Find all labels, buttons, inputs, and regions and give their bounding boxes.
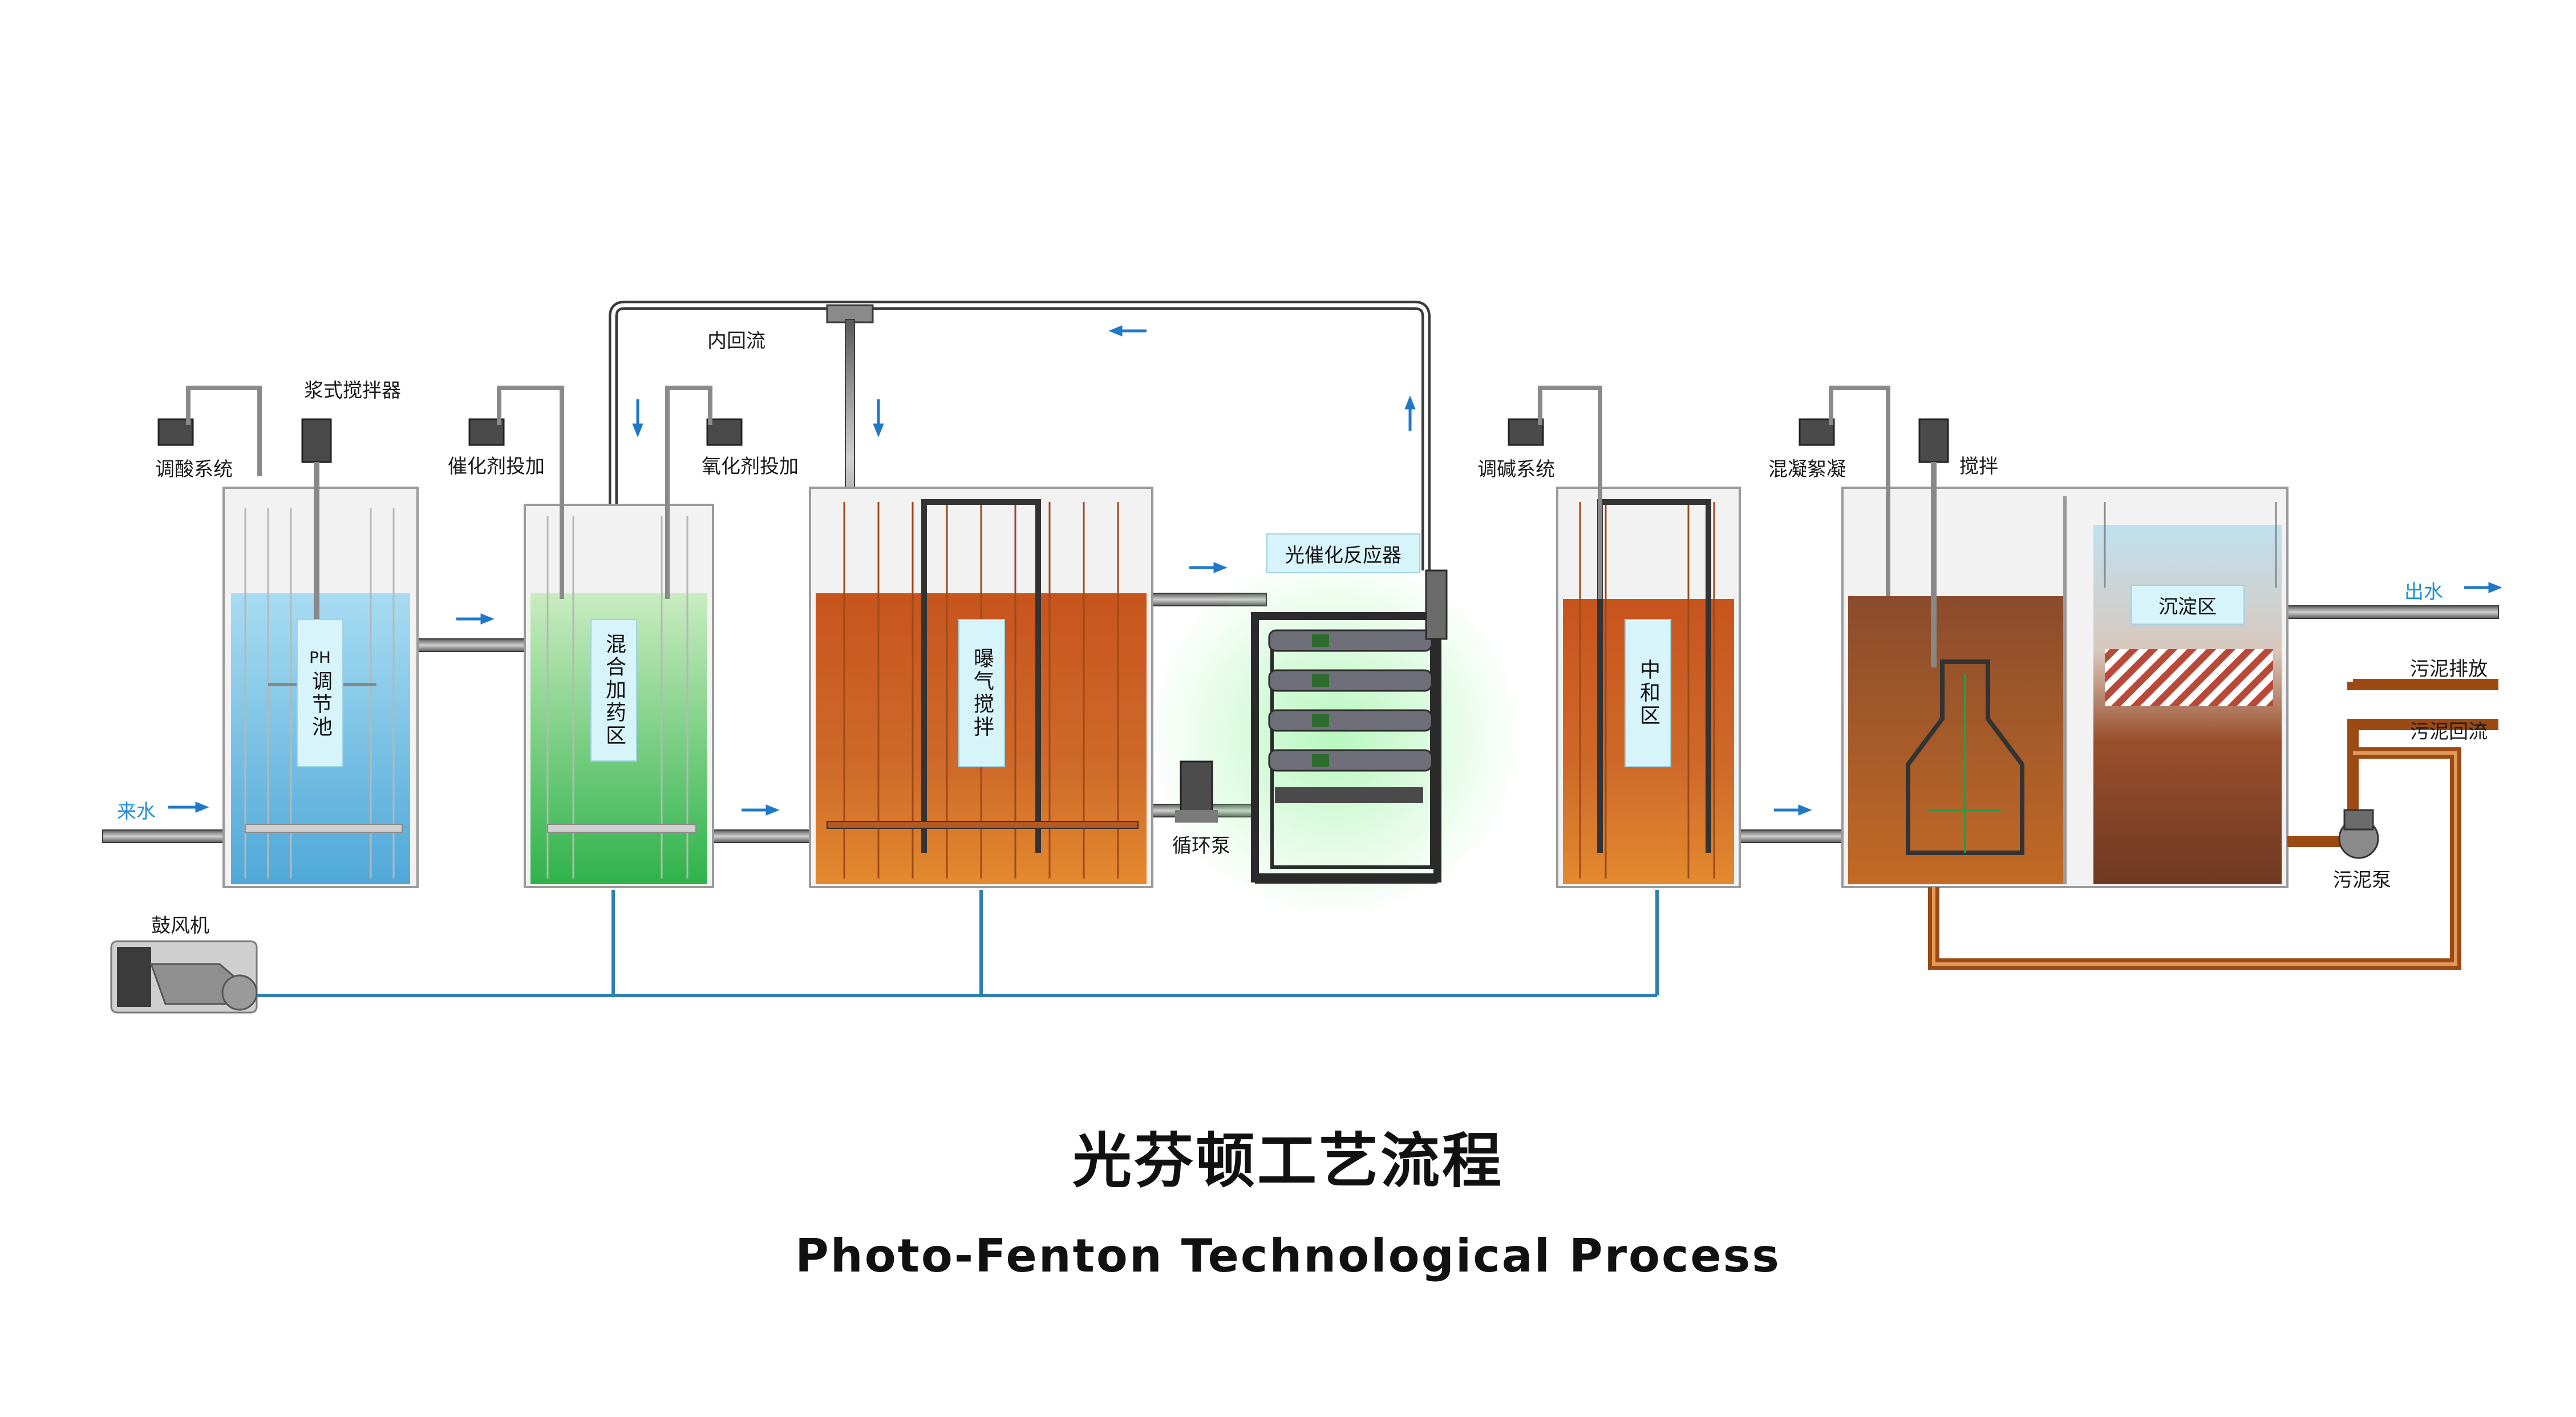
dosing-heads xyxy=(157,386,1949,685)
inlet-label: 来水 xyxy=(117,800,156,823)
internal-reflux-label: 内回流 xyxy=(707,330,765,353)
acid-system-label: 调酸系统 xyxy=(155,458,233,481)
photo-reactor xyxy=(1147,553,1523,918)
title-english: Photo-Fenton Technological Process xyxy=(795,1229,1781,1282)
mixing-tank-name: 混合加药区 xyxy=(602,633,626,747)
sludge-pump-label: 污泥泵 xyxy=(2333,869,2391,892)
oxidant-dosing-label: 氧化剂投加 xyxy=(702,455,799,478)
aeration-tank-label: 曝气搅拌 xyxy=(958,619,1005,767)
circulation-pump xyxy=(1175,760,1218,823)
aeration-tank-name: 曝气搅拌 xyxy=(970,647,994,739)
neutral-tank-name: 中和区 xyxy=(1637,659,1660,727)
ph-tank-name: 调节池 xyxy=(309,670,332,739)
sludge-discharge-label: 污泥排放 xyxy=(2410,658,2488,681)
paddle-mixer-label: 浆式搅拌器 xyxy=(304,379,401,402)
catalyst-dosing-label: 催化剂投加 xyxy=(448,455,545,478)
ph-tank-label: PH 调节池 xyxy=(297,619,343,767)
sludge-pump xyxy=(2338,809,2379,859)
coagulation-label: 混凝絮凝 xyxy=(1768,458,1846,481)
sludge-pipe-highlight xyxy=(1932,751,2457,966)
title-chinese: 光芬顿工艺流程 xyxy=(1072,1126,1504,1196)
photo-reactor-text: 光催化反应器 xyxy=(1285,544,1402,567)
flow-arrows xyxy=(168,325,2502,816)
sedimentation-text: 沉淀区 xyxy=(2158,595,2217,618)
ph-tank-prefix: PH xyxy=(309,647,331,667)
photo-reactor-label: 光催化反应器 xyxy=(1266,533,1420,573)
air-header-line xyxy=(257,890,1659,997)
alkali-system-label: 调碱系统 xyxy=(1477,458,1555,481)
sedimentation-label: 沉淀区 xyxy=(2131,585,2245,625)
outlet-label: 出水 xyxy=(2404,581,2443,604)
blower-label: 鼓风机 xyxy=(151,914,209,937)
circulation-pump-label: 循环泵 xyxy=(1172,835,1230,857)
stirring-label: 搅拌 xyxy=(1959,455,1998,478)
neutral-tank-label: 中和区 xyxy=(1625,619,1671,767)
blower-unit xyxy=(110,940,258,1014)
mixing-tank-label: 混合加药区 xyxy=(590,619,637,762)
sludge-return-label: 污泥回流 xyxy=(2410,720,2488,743)
settling-tank xyxy=(1841,487,2289,888)
mixing-tank xyxy=(524,504,714,888)
